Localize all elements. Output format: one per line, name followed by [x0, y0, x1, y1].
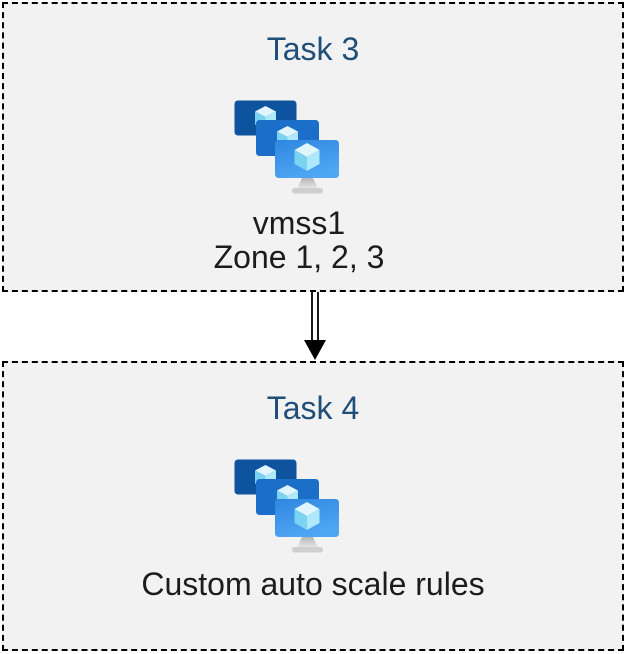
cube-icon — [294, 502, 320, 530]
arrowhead — [304, 340, 326, 360]
down-arrow-connector — [304, 292, 326, 360]
vm-scale-set-icon — [234, 100, 339, 194]
zone-text: Zone 1, 2, 3 — [213, 239, 385, 275]
vmss-name-text: vmss1 — [252, 205, 346, 241]
monitor-front — [275, 140, 339, 194]
vm-scale-set-icon — [234, 459, 339, 553]
task-4-label: Custom auto scale rules — [141, 567, 484, 601]
monitor-stand — [297, 537, 318, 548]
task-3-panel: Task 3 — [2, 2, 624, 292]
monitor-base — [292, 188, 323, 194]
task-4-title: Task 4 — [266, 390, 360, 426]
monitor-base — [292, 547, 323, 553]
monitor-front — [275, 499, 339, 553]
task-3-label: vmss1 Zone 1, 2, 3 — [214, 206, 385, 274]
cube-icon — [294, 143, 320, 171]
task-4-panel: Task 4 — [2, 361, 624, 651]
monitor-stand — [297, 178, 318, 189]
task-3-title: Task 3 — [266, 31, 360, 67]
autoscale-rules-text: Custom auto scale rules — [141, 566, 485, 602]
